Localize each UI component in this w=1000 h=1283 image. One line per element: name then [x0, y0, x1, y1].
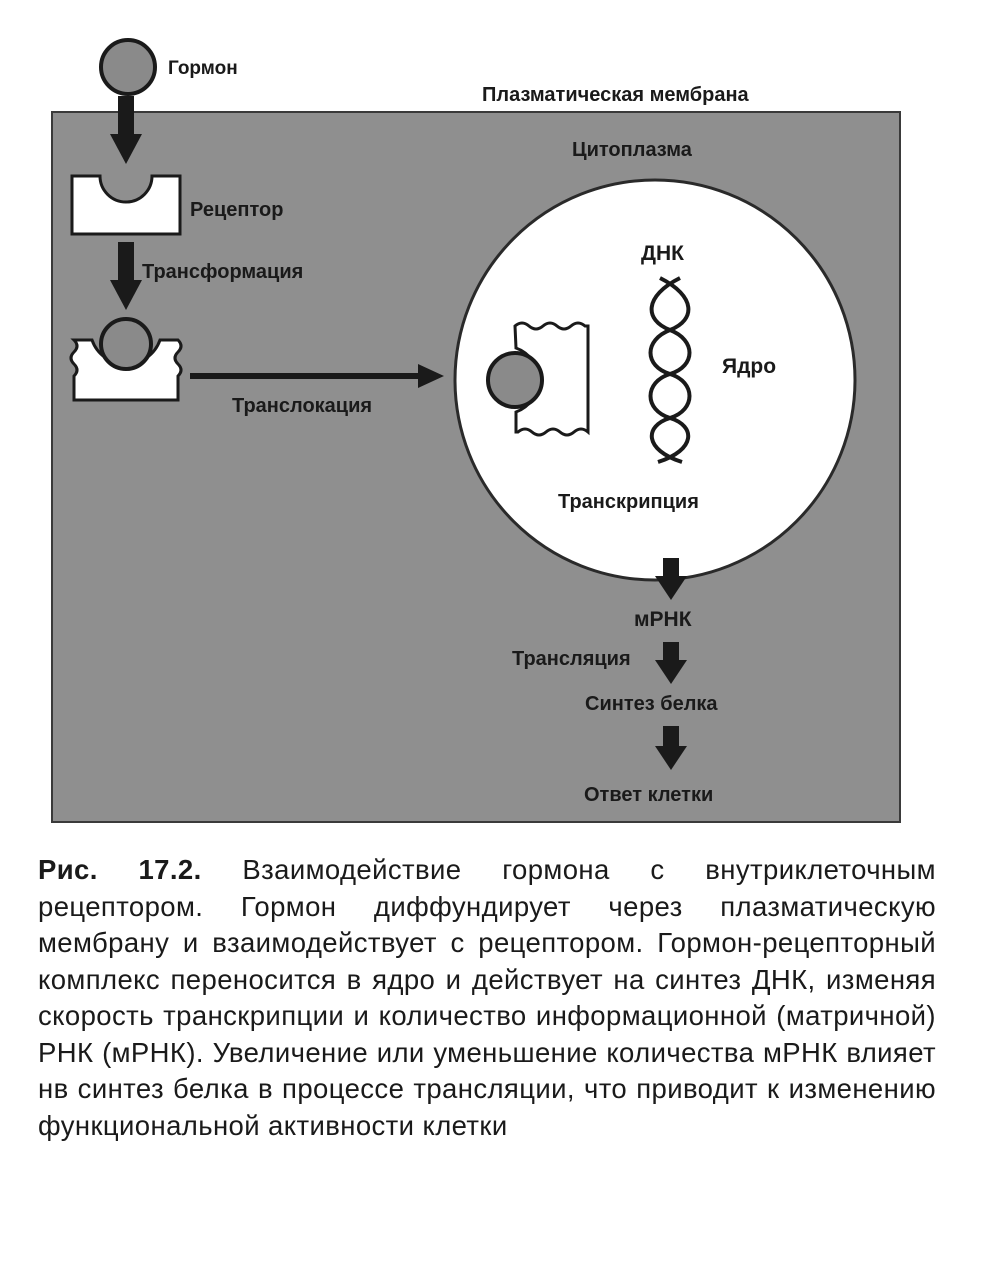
translocation-label: Транслокация	[232, 395, 372, 417]
nucleus-label: Ядро	[722, 355, 776, 378]
receptor-label: Рецептор	[190, 199, 283, 221]
caption-text: Взаимодействие гормона с внутриклеточным…	[38, 854, 936, 1141]
hormone-receptor-diagram: Гормон Плазматическая мембрана Цитоплазм…	[0, 0, 1000, 830]
plasma-membrane-label: Плазматическая мембрана	[482, 84, 750, 106]
transformation-label: Трансформация	[142, 261, 303, 283]
figure-caption: Рис. 17.2. Взаимодействие гормона с внут…	[38, 852, 936, 1144]
dna-label: ДНК	[641, 242, 684, 265]
translation-label: Трансляция	[512, 648, 631, 670]
cytoplasm-label: Цитоплазма	[572, 139, 693, 161]
figure-number: Рис. 17.2.	[38, 854, 202, 885]
cell-response-label: Ответ клетки	[584, 784, 713, 806]
hormone-molecule	[101, 40, 155, 94]
mrna-label: мРНК	[634, 608, 692, 631]
transcription-label: Транскрипция	[558, 491, 699, 513]
protein-synthesis-label: Синтез белка	[585, 693, 718, 715]
hormone-label: Гормон	[168, 58, 238, 79]
